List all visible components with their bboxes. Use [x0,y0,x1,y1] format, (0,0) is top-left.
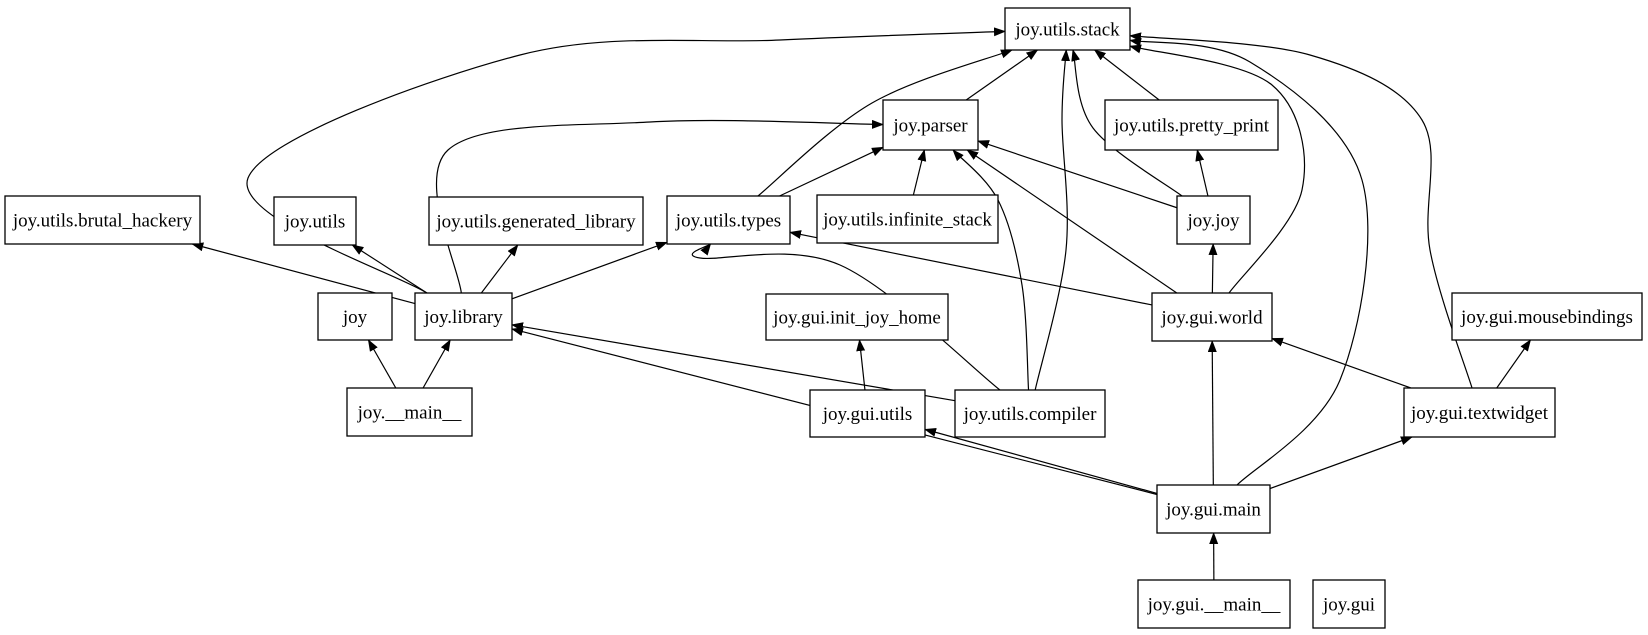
edge-joy-utils-pretty-print-to-joy-utils-stack [1093,49,1160,101]
node-label-joy-gui-world: joy.gui.world [1160,308,1263,329]
node-label-joy-gui: joy.gui [1322,595,1375,616]
node-label-joy-gui-main: joy.gui.main [1165,500,1261,521]
node-box-joy-gui [1312,579,1386,629]
node-joy-utils-brutal-hackery: joy.utils.brutal_hackery [4,195,201,245]
node-box-joy-parser [882,99,979,151]
node-box-joy-gui-main [1137,579,1291,629]
edge-joy-utils-compiler-to-joy-parser [952,149,1030,391]
node-box-joy-utils-infinite-stack [816,194,999,244]
edge-joy-gui-main-to-joy-gui-utils [924,427,1158,494]
node-joy-joy: joy.joy [1176,195,1251,245]
edge-joy-gui-main-to-joy-utils-stack [1129,37,1369,486]
edge-joy-utils-compiler-to-joy-utils-stack [1034,49,1071,391]
node-joy-utils: joy.utils [273,196,357,246]
node-box-joy-gui-utils [809,389,926,438]
node-box-joy-library [414,292,513,341]
edge-joy-main-to-joy [367,339,397,389]
node-box-joy-utils-brutal-hackery [4,195,201,245]
node-joy-utils-stack: joy.utils.stack [1004,7,1131,51]
node-label-joy-utils-types: joy.utils.types [675,211,781,232]
node-label-joy-utils-infinite-stack: joy.utils.infinite_stack [822,210,992,231]
node-label-joy-utils: joy.utils [284,212,346,233]
edge-joy-gui-textwidget-to-joy-gui-mousebindings [1496,339,1532,389]
node-joy-gui: joy.gui [1312,579,1386,629]
edge-joy-utils-compiler-to-joy-library [511,322,956,402]
node-joy-utils-infinite-stack: joy.utils.infinite_stack [816,194,999,244]
node-label-joy-utils-pretty-print: joy.utils.pretty_print [1113,116,1270,137]
node-label-joy-utils-brutal-hackery: joy.utils.brutal_hackery [12,211,193,232]
node-box-joy-gui-main [1156,484,1271,534]
node-box-joy-gui-world [1151,292,1273,342]
node-label-joy-parser: joy.parser [892,116,968,137]
node-label-joy-library: joy.library [423,307,503,328]
edge-joy-gui-world-to-joy-utils-stack [1129,44,1305,294]
edge-joy-joy-to-joy-parser [977,140,1178,209]
edge-joy-utils-types-to-joy-parser [779,146,884,197]
edge-joy-gui-world-to-joy-utils-types [789,230,1153,306]
node-box-joy-utils-compiler [954,389,1106,438]
node-label-joy-joy: joy.joy [1186,211,1240,232]
node-joy-gui-textwidget: joy.gui.textwidget [1403,387,1556,438]
edge-joy-gui-textwidget-to-joy-gui-world [1271,337,1412,389]
node-label-joy: joy [342,307,368,328]
node-box-joy-utils-pretty-print [1104,99,1279,151]
node-joy-utils-pretty-print: joy.utils.pretty_print [1104,99,1279,151]
edge-joy-gui-utils-to-joy-gui-init-joy-home [856,339,866,391]
node-box-joy-utils-stack [1004,7,1131,51]
node-label-joy-gui-mousebindings: joy.gui.mousebindings [1460,307,1633,328]
node-label-joy-utils-compiler: joy.utils.compiler [963,404,1097,425]
node-label-joy-utils-generated-library: joy.utils.generated_library [435,212,636,233]
node-joy: joy [317,292,393,341]
edge-joy-parser-to-joy-utils-stack [965,49,1039,101]
edge-joy-library-to-joy-utils-generated-library [480,244,519,294]
edges-layer [191,27,1532,581]
edge-joy-gui-main-to-joy-gui-textwidget [1269,436,1413,490]
node-label-joy-gui-textwidget: joy.gui.textwidget [1410,403,1549,424]
edge-joy-library-to-joy-utils-stack [246,27,1006,294]
node-joy-parser: joy.parser [882,99,979,151]
edge-joy-gui-main-to-joy-gui-world [1207,340,1217,486]
edge-joy-utils-types-to-joy-utils-stack [757,49,1013,197]
edge-joy-joy-to-joy-utils-stack [1071,49,1183,197]
edge-joy-library-to-joy-utils-types [511,241,668,300]
node-joy-main: joy.__main__ [346,387,473,437]
node-joy-gui-init-joy-home: joy.gui.init_joy_home [765,293,949,341]
node-label-joy-utils-stack: joy.utils.stack [1014,20,1120,41]
node-joy-gui-utils: joy.gui.utils [809,389,926,438]
edge-joy-utils-compiler-to-joy-utils-types [691,243,1001,391]
edge-joy-library-to-joy-utils [351,244,428,294]
node-box-joy-joy [1176,195,1251,245]
node-box-joy-utils [273,196,357,246]
node-box-joy-main [346,387,473,437]
nodes-layer: joy.utils.stack joy.parser joy.utils.prett… [4,7,1643,629]
node-label-joy-gui-init-joy-home: joy.gui.init_joy_home [772,308,941,329]
node-box-joy-utils-types [666,195,791,245]
node-joy-utils-compiler: joy.utils.compiler [954,389,1106,438]
node-box-joy-gui-mousebindings [1451,292,1643,341]
node-box-joy-gui-init-joy-home [765,293,949,341]
node-joy-gui-main: joy.gui.main [1156,484,1271,534]
node-joy-utils-types: joy.utils.types [666,195,791,245]
edge-joy-joy-to-joy-utils-pretty-print [1195,149,1209,197]
node-box-joy-utils-generated-library [428,196,644,246]
node-joy-library: joy.library [414,292,513,341]
edge-joy-gui-world-to-joy-joy [1208,243,1218,294]
node-joy-utils-generated-library: joy.utils.generated_library [428,196,644,246]
node-label-joy-gui-utils: joy.gui.utils [822,404,913,425]
edge-joy-utils-infinite-stack-to-joy-parser [912,149,927,196]
node-label-joy-main: joy.__main__ [357,403,462,424]
node-joy-gui-mousebindings: joy.gui.mousebindings [1451,292,1643,341]
edge-joy-gui-world-to-joy-parser [966,149,1178,294]
node-label-joy-gui-main: joy.gui.__main__ [1147,595,1281,616]
node-box-joy-gui-textwidget [1403,387,1556,438]
node-box-joy [317,292,393,341]
node-joy-gui-main: joy.gui.__main__ [1137,579,1291,629]
node-joy-gui-world: joy.gui.world [1151,292,1273,342]
edge-joy-main-to-joy-library [422,339,451,389]
edge-joy-gui-textwidget-to-joy-utils-stack [1129,32,1473,389]
